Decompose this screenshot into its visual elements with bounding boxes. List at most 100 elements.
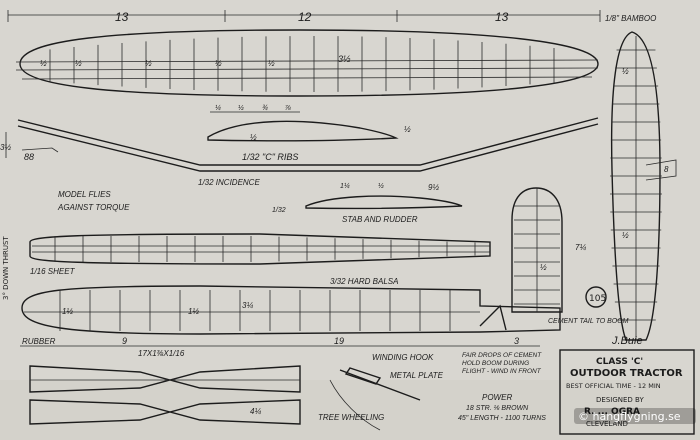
wing-rib-spacing-label: ½: [145, 59, 152, 68]
metal-plate-label: METAL PLATE: [390, 371, 444, 380]
hook-shaft: [339, 369, 421, 401]
watermark-backdrop: [574, 408, 696, 424]
bamboo-note: 1/8" BAMBOO: [605, 14, 656, 23]
plan-number-circle: [585, 286, 607, 308]
sheet-label: 1/16 SHEET: [30, 267, 76, 276]
fuselage-chord-label: 1½: [188, 307, 199, 316]
tree-arc: [329, 379, 381, 431]
rib-section: ¼ ½ ¾ ⅞ ½ ½ 1/32 "C" RIBS: [207, 104, 411, 162]
propeller-view: 17X1⅜X1/16 4¼: [29, 349, 301, 425]
fin-rib-label: ½: [622, 231, 629, 240]
power-label: POWER: [482, 393, 512, 402]
title-block-frame: [559, 349, 695, 435]
wing-outline: [19, 29, 599, 97]
rib-depth-label: ½: [250, 133, 257, 142]
fuselage-side-view: 1½ 1½ 3¼ RUBBER 9 19 3 CEMENT TAIL TO BO…: [20, 285, 629, 347]
wing-trailing-spar: [21, 76, 593, 80]
length-spec: 45" LENGTH - 1100 TURNS: [458, 415, 546, 422]
rudder-view: 7¼ ½ 105: [511, 187, 607, 313]
wing-rib-spacing-label: ½: [268, 59, 275, 68]
wing-rib-spacing-label: ½: [40, 59, 47, 68]
title-model: OUTDOOR TRACTOR: [570, 368, 683, 379]
stabilizer-plan-view: 1/16 SHEET 3/32 HARD BALSA 3° DOWN THRUS…: [2, 233, 491, 300]
prop-blade-plan: [29, 365, 301, 393]
metal-plate: [344, 367, 382, 385]
stab-top-label: ½: [378, 182, 384, 190]
incidence-sketch: [21, 147, 59, 153]
incidence-mark: 88: [24, 152, 34, 162]
title-class: CLASS 'C': [596, 357, 643, 367]
fin-stub: [645, 159, 677, 181]
title-record: BEST OFFICIAL TIME - 12 MIN: [566, 382, 661, 390]
tail-hook: [479, 304, 507, 331]
watermark: © hangflygning.se: [574, 408, 696, 424]
wing-front-view: 3½ 88 1/32 INCIDENCE: [0, 117, 599, 187]
fin-span-label: 8: [664, 165, 669, 174]
stab-section: 1¼ ½ 9½ 1/32 STAB AND RUDDER MODEL FLIES…: [57, 182, 463, 224]
wing-plan-view: 13 12 13 ½ ½ ½ ½ ½ 3½: [7, 10, 601, 97]
title-designed-by: DESIGNED BY: [596, 396, 644, 404]
watermark-text: © hangflygning.se: [578, 410, 681, 423]
rubber-spec: 18 STR. ⅛ BROWN: [466, 405, 529, 412]
wing-spar: [15, 67, 599, 71]
winding-hook-label: WINDING HOOK: [372, 353, 434, 362]
dim-wing-center: 12: [298, 10, 312, 24]
stab-ribs: [54, 236, 476, 262]
dim-wing-left: 13: [115, 10, 129, 24]
prop-dim-label: 4¼: [250, 407, 261, 416]
stab-rudder-label: STAB AND RUDDER: [342, 215, 418, 224]
cement-tail-label: CEMENT TAIL TO BOOM: [548, 318, 629, 325]
dihedral-upper: [17, 117, 599, 166]
designer-signature: J.Buie: [611, 335, 643, 347]
fin-ribs: [610, 49, 662, 321]
rib-spar-size: ½: [404, 125, 411, 134]
wing-chord-label: 3½: [338, 54, 351, 64]
prop-size-label: 17X1⅜X1/16: [138, 349, 185, 358]
incidence-label: 1/32 INCIDENCE: [198, 178, 260, 187]
fuselage-outline: [21, 285, 561, 335]
rubber-label: RUBBER: [22, 337, 56, 346]
fuselage-formers: [59, 290, 451, 331]
rib-section-size: ¾: [262, 105, 268, 112]
stab-chord-label: 1¼: [340, 183, 350, 190]
paper-shadow: [0, 380, 700, 440]
stab-thickness-label: 1/32: [272, 207, 286, 214]
title-designer: R. ... OGRA: [584, 407, 640, 417]
flight-notes: FAIR DROPS OF CEMENT HOLD BOOM DURING FL…: [458, 352, 546, 422]
fuselage-depth-label: 3¼: [242, 301, 253, 310]
fin-side-view: 1/8" BAMBOO ½ ½ 8: [605, 14, 677, 341]
rudder-height-label: 7¼: [575, 243, 586, 252]
stab-span-label: 9½: [428, 183, 439, 192]
rib-section-size: ¼: [215, 105, 221, 112]
rib-section-size: ⅞: [285, 105, 291, 112]
dihedral-lower: [17, 123, 599, 172]
wing-rib-spacing-label: ½: [215, 59, 222, 68]
fuselage-half-label: 1½: [62, 307, 73, 316]
ribs-label: 1/32 "C" RIBS: [242, 152, 298, 162]
rudder-half-label: ½: [540, 263, 547, 272]
fuselage-front-label: 3: [514, 336, 519, 346]
cement-drops-note: FAIR DROPS OF CEMENT HOLD BOOM DURING FL…: [462, 352, 542, 375]
cement-drops-note-box: FAIR DROPS OF CEMENT HOLD BOOM DURING FL…: [462, 352, 542, 375]
rudder-ribs: [514, 205, 560, 305]
stab-airfoil: [305, 195, 463, 210]
fin-rib-label: ½: [622, 67, 629, 76]
wing-rib-spacing-label: ½: [75, 59, 82, 68]
prop-blade-side: [29, 399, 301, 425]
wing-spar: [15, 59, 599, 63]
winding-hook-detail: WINDING HOOK METAL PLATE TREE WHEELING: [318, 353, 444, 431]
model-flies-label: MODEL FLIES: [58, 190, 111, 199]
rib-airfoil: [207, 120, 399, 142]
dihedral-label: 3½: [0, 143, 11, 152]
plan-number: 105: [589, 294, 606, 304]
title-city: CLEVELAND: [586, 420, 628, 428]
down-thrust-label: 3° DOWN THRUST: [2, 236, 10, 300]
rib-section-size: ½: [238, 104, 244, 112]
fuselage-span-label: 9: [122, 336, 127, 346]
rudder-outline: [511, 187, 563, 313]
fuselage-section-label: 19: [334, 336, 344, 346]
against-torque-label: AGAINST TORQUE: [57, 203, 130, 212]
